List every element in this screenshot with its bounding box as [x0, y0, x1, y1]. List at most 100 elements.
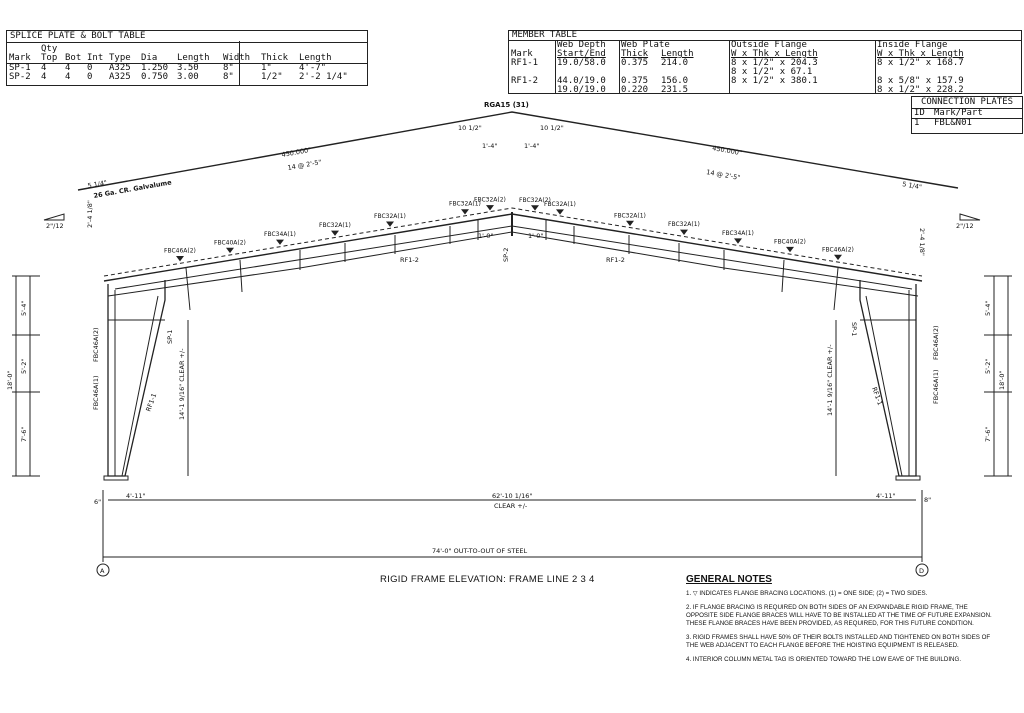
brace-markers — [531, 205, 842, 261]
col-header: Mark — [9, 53, 31, 63]
member-cell: 214.0 — [661, 58, 689, 68]
member-cell: RF1-2 — [511, 76, 539, 86]
splice-cell: 1.250 — [141, 63, 169, 73]
member-cell: 8 x 1/2" x 204.3 — [731, 58, 818, 68]
grid-label-a: A — [100, 567, 105, 575]
sub-header: Start/End — [557, 49, 606, 59]
splice-cell: 8" — [223, 72, 234, 82]
roof-sheeting — [77, 111, 959, 191]
roof-left-length: 450.000" — [281, 146, 312, 159]
brace-marker-icon — [531, 205, 539, 211]
brace-label: FBC32A(2) — [519, 197, 551, 204]
brace-marker-icon — [680, 229, 688, 235]
ridge-label: RGA15 (31) — [484, 101, 529, 109]
brace-marker-icon — [226, 247, 234, 254]
group-header: Web Plate — [621, 40, 670, 50]
sub-header: W x Thk x Length — [731, 49, 818, 59]
sub-header: W x Thk x Length — [877, 49, 964, 59]
col-header: Dia — [141, 53, 158, 63]
splice-plate-table: SPLICE PLATE & BOLT TABLE Qty Mark Top B… — [6, 30, 368, 86]
haunch-right: 2'-4 1/8" — [918, 228, 926, 256]
right-base-plate — [895, 475, 921, 481]
brace-label: FBC32A(1) — [668, 221, 700, 228]
base-left: 4'-11" — [126, 492, 146, 500]
brace-label: FBC32A(1) — [374, 213, 406, 220]
col-header: Type — [109, 53, 131, 63]
left-column — [107, 280, 166, 477]
col-brace-right-2: FBC46A(1) — [932, 369, 940, 404]
left-web-stiffeners — [185, 220, 479, 311]
brace-label: FBC32A(1) — [319, 222, 351, 229]
member-cell: 19.0/58.0 — [557, 58, 606, 68]
general-notes: 1. ▽ INDICATES FLANGE BRACING LOCATIONS.… — [686, 590, 996, 670]
brace-markers — [176, 205, 494, 262]
note-2: 2. IF FLANGE BRACING IS REQUIRED ON BOTH… — [686, 604, 992, 627]
splice-cell: 4'-7" — [299, 63, 327, 73]
col-brace-left-2: FBC46A(1) — [92, 375, 100, 410]
conn-mark: FBL&N01 — [934, 118, 972, 128]
left-base-plate — [103, 475, 129, 481]
note-4: 4. INTERIOR COLUMN METAL TAG IS ORIENTED… — [686, 656, 962, 663]
member-cell: 0.375 — [621, 58, 649, 68]
roof-right-length: 450.000" — [712, 144, 743, 157]
member-cell: 0.220 — [621, 85, 649, 95]
member-cell: 8 x 5/8" x 157.9 — [877, 76, 964, 86]
height-seg-1-right: 5'-4" — [984, 301, 992, 316]
sub-header: Thick — [621, 49, 649, 59]
grid-bubble-a — [96, 563, 110, 577]
splice-cell: 8" — [223, 63, 234, 73]
brace-label: FBC34A(1) — [722, 230, 754, 237]
purlin-line — [103, 207, 923, 277]
brace-marker-icon — [556, 209, 564, 215]
column-left-mark: RF1-1 — [144, 392, 158, 412]
right-web-stiffeners — [545, 220, 839, 311]
qty-header: Qty — [41, 44, 58, 54]
brace-label: FBC32A(1) — [544, 201, 576, 208]
ridge-gap-left: 1'-0" — [478, 232, 493, 240]
brace-label: FBC32A(2) — [474, 197, 506, 204]
right-slope-triangle — [959, 213, 981, 221]
splice-ridge: SP-2 — [502, 248, 510, 262]
splice-cell: 3.50 — [177, 63, 199, 73]
group-header: Web Depth — [557, 40, 606, 50]
brace-label: FBC46A(2) — [164, 248, 196, 255]
base-right: 4'-11" — [876, 492, 896, 500]
eave-left: 5 1/4" — [87, 179, 108, 190]
general-notes-title: GENERAL NOTES — [686, 574, 772, 585]
column-right-mark: RF1-1 — [870, 386, 884, 406]
base-offset-right: 8" — [924, 496, 931, 504]
member-cell: 8 x 1/2" x 168.7 — [877, 58, 964, 68]
clear-height-right: 14'-1 9/16" CLEAR +/- — [826, 344, 834, 416]
member-cell: 19.0/19.0 — [557, 85, 606, 95]
splice-cell: 4 — [65, 72, 71, 82]
brace-label: FBC40A(2) — [214, 239, 246, 246]
drawing-caption: RIGID FRAME ELEVATION: FRAME LINE 2 3 4 — [380, 574, 595, 585]
splice-cell: A325 — [109, 63, 131, 73]
col-header: Length — [299, 53, 332, 63]
splice-left: SP-1 — [166, 330, 174, 344]
height-total-right: 18'-0" — [998, 370, 1006, 390]
col-header: Top — [41, 53, 58, 63]
overall-length: 74'-0" OUT-TO-OUT OF STEEL — [432, 547, 528, 555]
brace-marker-icon — [461, 209, 469, 215]
brace-marker-icon — [626, 220, 634, 227]
left-slope-triangle — [43, 213, 65, 221]
haunch-left: 2'-4 1/8" — [86, 200, 94, 228]
height-seg-3: 7'-6" — [20, 427, 28, 442]
col-header: Width — [223, 53, 251, 63]
splice-cell: 4 — [65, 63, 71, 73]
grid-bubble-d — [915, 563, 929, 577]
clear-span: 62'-10 1/16" — [492, 492, 532, 500]
brace-label: FBC32A(1) — [614, 212, 646, 219]
brace-marker-icon — [786, 246, 794, 253]
grid-label-d: D — [919, 567, 924, 575]
rafter-bottom-flange-2 — [114, 225, 913, 290]
sub-header: Length — [661, 49, 694, 59]
brace-marker-icon — [386, 221, 394, 227]
slope-right: 2"/12 — [956, 222, 974, 230]
purlin-spacing-left: 14 @ 2'-5" — [287, 158, 322, 172]
ridge-offset-right: 10 1/2" — [540, 124, 564, 132]
brace-marker-icon — [486, 205, 494, 211]
col-header: Int — [87, 53, 104, 63]
eave-right: 5 1/4" — [902, 180, 923, 191]
